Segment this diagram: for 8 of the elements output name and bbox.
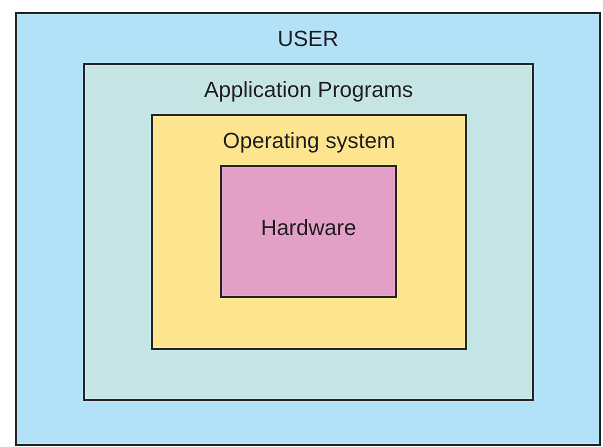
layer-label: Hardware bbox=[260, 215, 356, 242]
layer-box bbox=[83, 63, 534, 401]
layer-label: Operating system bbox=[222, 128, 396, 154]
layer-label: Application Programs bbox=[204, 77, 414, 104]
layer-box bbox=[151, 114, 467, 350]
layer-label: USER bbox=[277, 26, 339, 52]
layer-box bbox=[15, 12, 601, 446]
layer-box bbox=[220, 165, 397, 298]
